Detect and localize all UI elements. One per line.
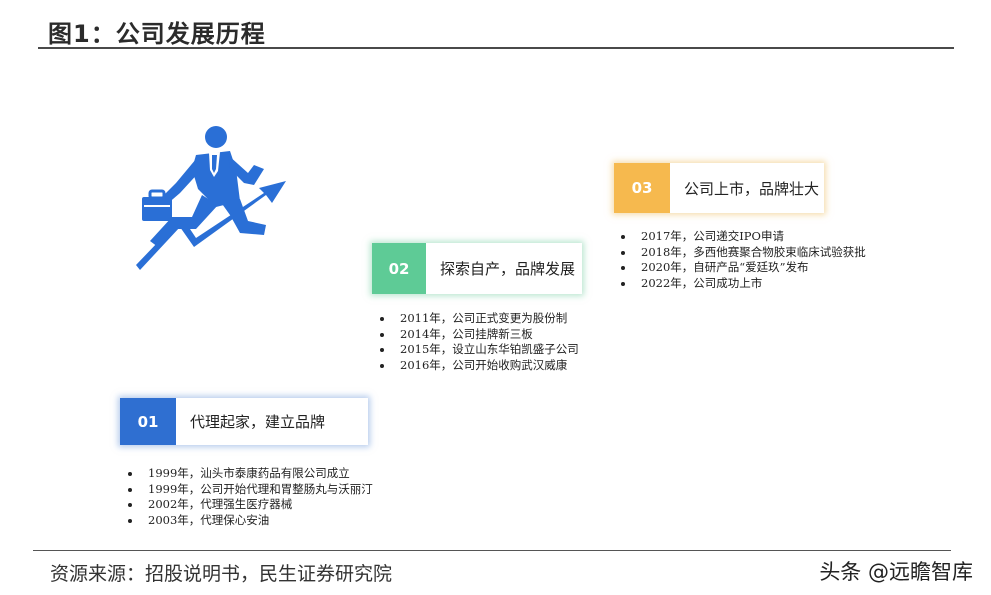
stage-01-events: 1999年，汕头市泰康药品有限公司成立 1999年，公司开始代理和胃整肠丸与沃丽… (124, 466, 373, 528)
stage-01-card: 01 代理起家，建立品牌 (120, 398, 368, 445)
footer-divider (33, 550, 951, 551)
businessman-running-up-arrow-icon (136, 126, 286, 270)
watermark: 头条 @远瞻智库 (819, 560, 973, 584)
page-title: 图1：公司发展历程 (48, 20, 266, 48)
list-item: 2015年，设立山东华铂凯盛子公司 (376, 342, 579, 358)
stage-01-label: 代理起家，建立品牌 (190, 413, 326, 431)
stage-01-number: 01 (120, 398, 176, 445)
list-item: 2003年，代理保心安油 (124, 513, 373, 529)
stage-03-card: 03 公司上市，品牌壮大 (614, 163, 824, 213)
stage-02-number: 02 (372, 243, 426, 294)
stage-03-events: 2017年，公司递交IPO申请 2018年，多西他赛聚合物胶束临床试验获批 20… (617, 229, 866, 291)
list-item: 1999年，公司开始代理和胃整肠丸与沃丽汀 (124, 482, 373, 498)
list-item: 1999年，汕头市泰康药品有限公司成立 (124, 466, 373, 482)
list-item: 2011年，公司正式变更为股份制 (376, 311, 579, 327)
stage-02-events: 2011年，公司正式变更为股份制 2014年，公司挂牌新三板 2015年，设立山… (376, 311, 579, 373)
list-item: 2002年，代理强生医疗器械 (124, 497, 373, 513)
list-item: 2022年，公司成功上市 (617, 276, 866, 292)
list-item: 2018年，多西他赛聚合物胶束临床试验获批 (617, 245, 866, 261)
source-note: 资源来源：招股说明书，民生证券研究院 (50, 563, 393, 585)
stage-02-card: 02 探索自产，品牌发展 (372, 243, 582, 294)
list-item: 2016年，公司开始收购武汉威康 (376, 358, 579, 374)
list-item: 2017年，公司递交IPO申请 (617, 229, 866, 245)
stage-03-number: 03 (614, 163, 670, 213)
stage-02-label: 探索自产，品牌发展 (440, 260, 576, 278)
title-divider (38, 47, 954, 49)
list-item: 2020年，自研产品“爱廷玖”发布 (617, 260, 866, 276)
stage-03-label: 公司上市，品牌壮大 (684, 179, 820, 198)
list-item: 2014年，公司挂牌新三板 (376, 327, 579, 343)
